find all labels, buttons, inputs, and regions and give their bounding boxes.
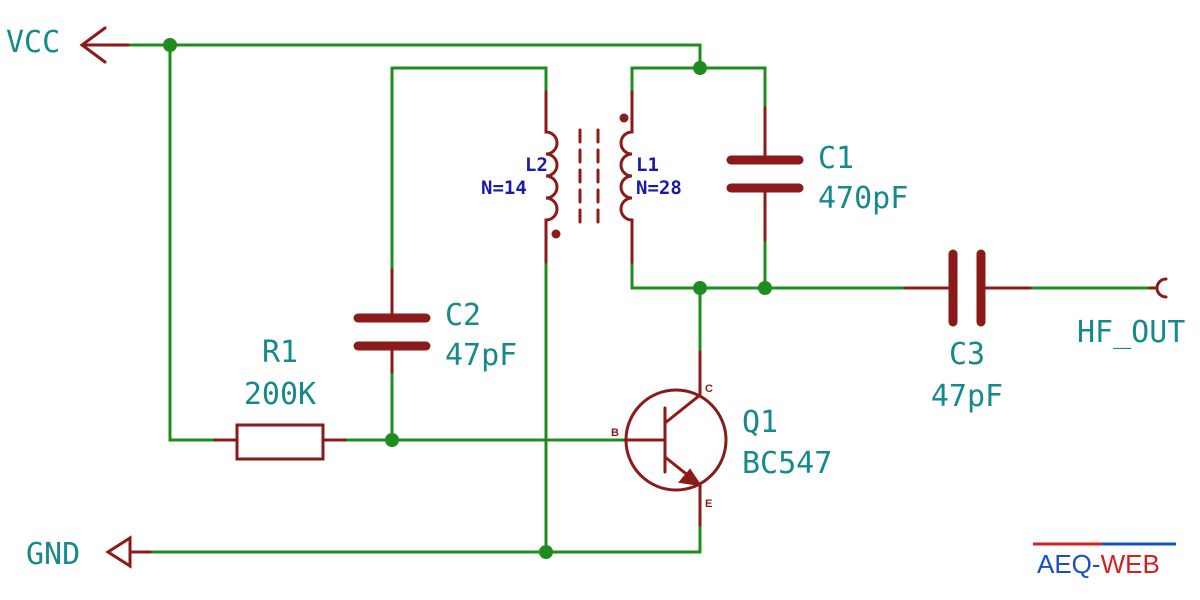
junction-tank-top [693, 61, 707, 75]
wire-gnd-rail [128, 523, 702, 554]
hf-out-label: HF_OUT [1077, 315, 1185, 350]
junctions [163, 38, 772, 559]
r1-body [235, 423, 325, 461]
logo-text: AEQ-WEB [1037, 549, 1160, 579]
gnd-triangle [105, 535, 132, 569]
junction-c1 [758, 281, 772, 295]
r1-value: 200K [244, 377, 316, 412]
c1-value: 470pF [818, 181, 908, 216]
c2-value: 47pF [445, 338, 517, 373]
q1-pin-c: C [705, 383, 713, 395]
c1-ref: C1 [818, 141, 854, 176]
l1-phase-dot [619, 113, 629, 123]
junction-vcc [163, 38, 177, 52]
coil-l1 [619, 90, 634, 264]
transformer: L2 N=14 L1 N=28 [481, 90, 682, 264]
q1-pin-e: E [705, 498, 712, 510]
q1-pin-b: B [611, 427, 619, 439]
gnd-label: GND [26, 537, 80, 572]
c2-ref: C2 [445, 298, 481, 333]
wires [126, 43, 1152, 554]
logo-text-part2: WEB [1101, 549, 1160, 579]
c3-value: 47pF [931, 379, 1003, 414]
capacitor-c3: C3 47pF [903, 249, 1032, 414]
vcc-symbol: VCC [6, 25, 130, 64]
logo-text-part1: AEQ- [1037, 549, 1101, 579]
q1-ref: Q1 [742, 405, 778, 440]
l2-value: N=14 [481, 177, 527, 199]
q1-emitter-arrow-icon [678, 468, 703, 487]
gnd-symbol: GND [26, 535, 152, 572]
junction-gnd [539, 545, 553, 559]
transistor-q1: B C E Q1 BC547 [611, 350, 832, 527]
l2-phase-dot [551, 229, 561, 239]
wire-vcc-to-r1 [168, 43, 237, 442]
l1-value: N=28 [636, 177, 682, 199]
hf-out-connector: HF_OUT [1077, 277, 1185, 350]
vcc-arrow [79, 26, 130, 64]
hf-out-terminal-icon [1155, 277, 1168, 299]
q1-collector-lead [663, 350, 702, 425]
junction-collector [693, 281, 707, 295]
resistor-r1: R1 200K [213, 335, 347, 461]
capacitor-c1: C1 470pF [726, 106, 908, 242]
q1-value: BC547 [742, 446, 832, 481]
wire-l2-top [390, 66, 548, 94]
junction-base [385, 433, 399, 447]
l1-ref: L1 [636, 154, 659, 176]
wire-vcc-rail [126, 43, 702, 70]
logo: AEQ-WEB [1033, 542, 1176, 579]
capacitor-c2: C2 47pF [353, 268, 517, 374]
r1-ref: R1 [262, 335, 298, 370]
c3-ref: C3 [949, 337, 985, 372]
wire-tank-bottom [630, 260, 907, 290]
coil-l2 [544, 90, 559, 264]
vcc-label: VCC [6, 25, 60, 60]
l2-ref: L2 [525, 154, 548, 176]
